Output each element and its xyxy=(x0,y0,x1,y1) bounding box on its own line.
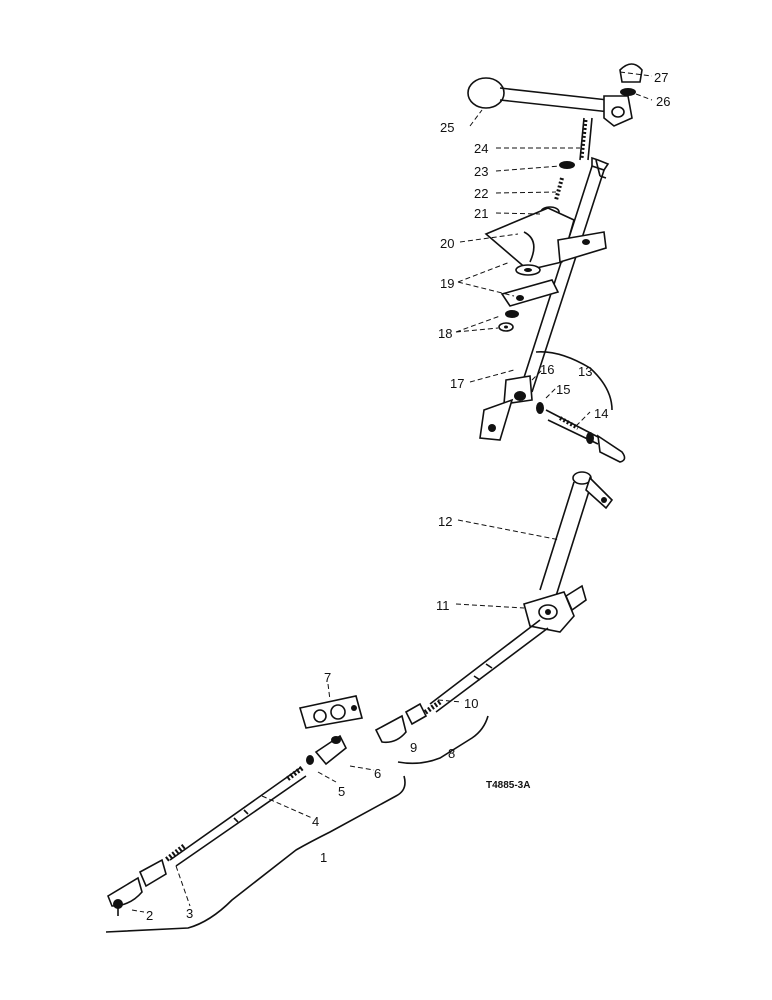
callout-14: 14 xyxy=(594,406,608,421)
shaft-yoke-lower xyxy=(479,375,533,441)
rod-4 xyxy=(164,766,307,867)
nut-5 xyxy=(306,755,314,765)
rod-8 xyxy=(418,619,549,719)
group-bracket-8 xyxy=(397,715,489,765)
callout-12: 12 xyxy=(438,514,452,529)
washers-19 xyxy=(500,264,560,307)
lever-arm xyxy=(499,87,611,113)
clevis-2 xyxy=(107,858,167,916)
callout-16: 16 xyxy=(540,362,554,377)
link-rod-14 xyxy=(536,402,626,463)
bracket-7 xyxy=(298,695,364,729)
callout-25: 25 xyxy=(440,120,454,135)
callout-3: 3 xyxy=(186,906,193,921)
callout-18: 18 xyxy=(438,326,452,341)
callout-9: 9 xyxy=(410,740,417,755)
lever-hub-bore xyxy=(611,106,625,118)
bolt-24 xyxy=(579,117,593,161)
shaft-17 xyxy=(519,156,610,393)
washer-26 xyxy=(620,88,636,96)
callout-22: 22 xyxy=(474,186,488,201)
callout-20: 20 xyxy=(440,236,454,251)
callout-17: 17 xyxy=(450,376,464,391)
callout-2: 2 xyxy=(146,908,153,923)
washer-23 xyxy=(559,161,575,169)
callout-labels: 27 26 25 24 23 22 21 20 19 18 17 16 15 1… xyxy=(146,70,670,923)
callout-19: 19 xyxy=(440,276,454,291)
group-bracket-1 xyxy=(105,775,406,933)
callout-4: 4 xyxy=(312,814,319,829)
callout-5: 5 xyxy=(338,784,345,799)
callout-27: 27 xyxy=(654,70,668,85)
callout-23: 23 xyxy=(474,164,488,179)
tube-12 xyxy=(539,471,614,597)
clevis-6 xyxy=(306,734,348,766)
callout-6: 6 xyxy=(374,766,381,781)
clevis-9 xyxy=(374,702,428,744)
shift-lever-knob-group xyxy=(467,63,643,127)
bracket-13-outline xyxy=(535,351,613,411)
leader-lines xyxy=(131,71,653,913)
spring-3 xyxy=(164,844,186,862)
callout-15: 15 xyxy=(556,382,570,397)
callout-8: 8 xyxy=(448,746,455,761)
callout-1: 1 xyxy=(320,850,327,865)
spring-22 xyxy=(554,177,564,201)
callout-7: 7 xyxy=(324,670,331,685)
nuts-18 xyxy=(498,310,519,332)
bracket-plate-20 xyxy=(484,207,607,271)
reference-code: T4885-3A xyxy=(486,780,530,791)
callout-10: 10 xyxy=(464,696,478,711)
callout-13: 13 xyxy=(578,364,592,379)
callout-26: 26 xyxy=(656,94,670,109)
lever-ball-knob xyxy=(467,77,505,109)
callout-24: 24 xyxy=(474,141,488,156)
callout-11: 11 xyxy=(436,598,450,613)
callout-21: 21 xyxy=(474,206,488,221)
